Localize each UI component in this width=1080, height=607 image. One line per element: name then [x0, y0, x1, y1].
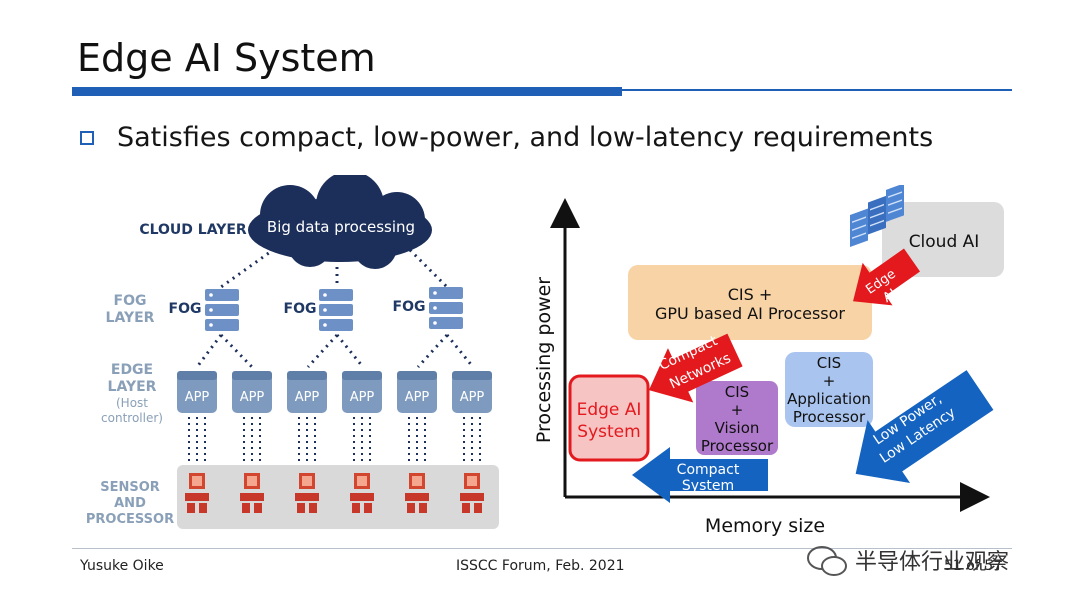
edge-fog-cloud-diagram: Big data processing CLOUD LAYER FOG LAYE…: [86, 175, 499, 529]
cis-vision-label-3: Vision: [715, 419, 760, 437]
fog-node-label: FOG: [393, 299, 426, 315]
cis-gpu-box: [628, 265, 872, 340]
slide-title: Edge AI System: [77, 36, 376, 80]
watermark-text: 半导体行业观察: [855, 550, 1009, 575]
cloud-ai-box: [882, 202, 1004, 277]
cis-app-label-1: CIS: [817, 354, 841, 372]
sensor-label-1: SENSOR: [100, 480, 160, 495]
fog-node-label: FOG: [284, 301, 317, 317]
app-label: APP: [240, 390, 265, 405]
edge-layer-label-4: controller): [101, 411, 163, 425]
app-label: APP: [295, 390, 320, 405]
cis-vision-box: [696, 381, 778, 455]
title-underline-thick: [72, 87, 622, 96]
edge-layer-label-3: (Host: [116, 396, 148, 410]
cis-vision-label-4: Processor: [701, 437, 774, 455]
app-label: APP: [350, 390, 375, 405]
footer-author: Yusuke Oike: [80, 558, 164, 574]
x-axis-label: Memory size: [705, 515, 825, 537]
fog-layer-label-1: FOG: [114, 293, 147, 309]
sensor-label-3: PROCESSOR: [86, 512, 174, 527]
edge-ai-system-label-1: Edge AI: [577, 400, 642, 420]
compact-networks-arrow: [648, 333, 743, 403]
cloud-icon: [248, 175, 432, 269]
cis-vision-label-2: +: [731, 401, 744, 419]
fog-layer-label-2: LAYER: [106, 310, 155, 326]
compact-system-label-2: System: [682, 478, 734, 494]
cloud-ai-label: Cloud AI: [909, 232, 980, 252]
app-label: APP: [405, 390, 430, 405]
cloud-layer-label: CLOUD LAYER: [139, 222, 247, 238]
compact-system-arrow: [632, 447, 768, 503]
cis-app-label-2: +: [823, 372, 836, 390]
app-label: APP: [460, 390, 485, 405]
bullet-square-icon: [80, 131, 94, 145]
fog-node-2: FOG: [284, 289, 353, 331]
compact-system-label-1: Compact: [677, 462, 740, 478]
sensor-chip-icons: [185, 473, 484, 513]
watermark: 半导体行业观察: [807, 546, 1009, 576]
app-label: APP: [185, 390, 210, 405]
footer-page-number: 51 of 57: [944, 558, 1003, 574]
cis-vision-label-1: CIS: [725, 383, 749, 401]
footer-conference: ISSCC Forum, Feb. 2021: [456, 558, 625, 574]
fog-node-label: FOG: [169, 301, 202, 317]
wechat-icon: [807, 546, 847, 576]
server-icon: [205, 289, 239, 331]
bullet-text: Satisfies compact, low-power, and low-la…: [117, 122, 934, 153]
title-underline-thin: [622, 89, 1012, 91]
fog-app-links: [195, 333, 475, 369]
edge-ai-system-box: [568, 374, 650, 462]
cis-app-label-3: Application: [787, 390, 871, 408]
footer-divider: [72, 548, 1012, 549]
y-axis-label: Processing power: [533, 277, 555, 443]
low-power-latency-arrow: [855, 370, 994, 484]
fog-node-3: FOG: [393, 287, 463, 329]
edge-ai-arrow: [853, 248, 921, 306]
cis-application-box: [785, 352, 873, 427]
cis-gpu-label-2: GPU based AI Processor: [655, 304, 845, 323]
cloud-fog-links: [220, 243, 449, 289]
cis-gpu-label-1: CIS +: [728, 285, 773, 304]
server-icon: [319, 289, 353, 331]
sensor-label-2: AND: [114, 496, 146, 511]
processing-memory-diagram: Processing power Memory size Cloud AI CI…: [533, 185, 1004, 537]
cis-app-label-4: Processor: [793, 408, 866, 426]
sensor-band: [177, 465, 499, 529]
cloud-text: Big data processing: [267, 218, 415, 236]
fog-node-1: FOG: [169, 289, 239, 331]
app-boxes: [177, 371, 492, 413]
edge-layer-label-1: EDGE: [111, 362, 153, 378]
server-icon: [429, 287, 463, 329]
edge-layer-label-2: LAYER: [108, 379, 157, 395]
edge-ai-system-label-2: System: [577, 422, 640, 442]
app-sensor-links: [188, 417, 481, 465]
server-rack-icon: [850, 185, 904, 247]
